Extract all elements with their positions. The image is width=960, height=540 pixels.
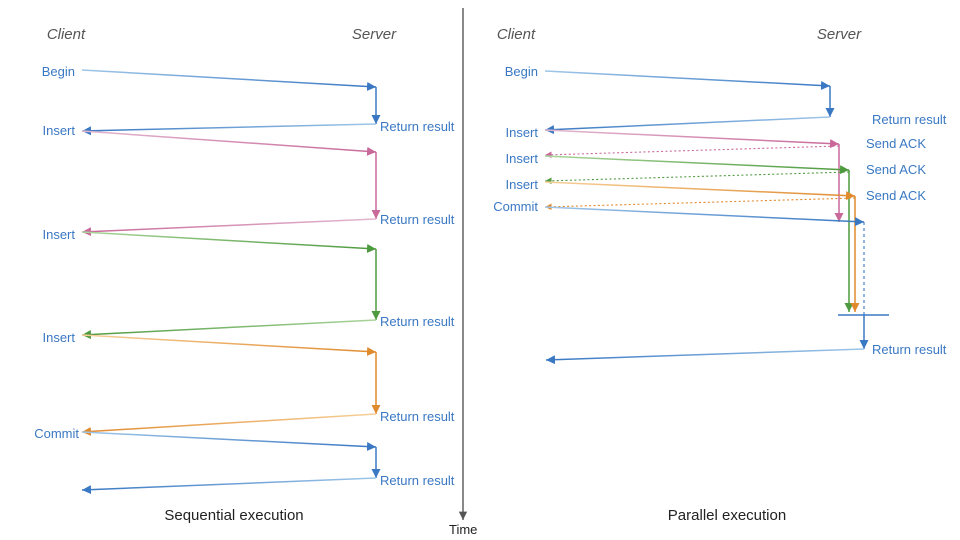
time-axis: Time: [449, 8, 477, 537]
client-message-label-parallel-1: Insert: [505, 125, 538, 140]
transaction-insert-3: [81, 334, 381, 436]
server-message-label-4: Return result: [380, 473, 455, 488]
panel-caption-sequential: Sequential execution: [164, 507, 303, 524]
response-arrow-begin: [81, 123, 377, 136]
ack-arrow-insert-1: [544, 145, 840, 159]
request-arrow-insert-3: [544, 181, 856, 201]
transaction-begin-parallel: [544, 70, 835, 135]
transaction-insert-1-parallel: [544, 129, 844, 222]
server-message-label-1: Return result: [380, 212, 455, 227]
transaction-insert-2-parallel: [544, 155, 854, 312]
request-arrow-commit-parallel: [544, 206, 865, 227]
client-message-label-3: Insert: [42, 330, 75, 345]
server-message-label-parallel-4: Return result: [872, 342, 947, 357]
lane-title-client: Client: [47, 26, 86, 43]
request-arrow-insert-3: [81, 334, 377, 356]
server-message-label-3: Return result: [380, 409, 455, 424]
response-arrow-commit-parallel: [545, 348, 865, 365]
client-message-label-4: Commit: [34, 426, 79, 441]
request-arrow-begin: [81, 69, 377, 91]
request-arrow-insert-2: [544, 155, 850, 175]
lane-title-server: Server: [352, 26, 397, 43]
transaction-commit-parallel: [544, 206, 889, 365]
server-message-label-parallel-1: Send ACK: [866, 136, 926, 151]
client-message-label-0: Begin: [42, 64, 75, 79]
client-message-label-parallel-4: Commit: [493, 199, 538, 214]
request-arrow-begin-parallel: [544, 70, 831, 91]
response-arrow-insert-2: [81, 319, 377, 340]
request-arrow-insert-2: [81, 231, 377, 253]
transaction-begin: [81, 69, 381, 136]
request-arrow-insert-1: [544, 129, 840, 149]
client-message-label-parallel-3: Insert: [505, 177, 538, 192]
response-arrow-insert-1: [81, 218, 377, 237]
time-axis-label: Time: [449, 522, 477, 537]
lane-title-client-parallel: Client: [497, 26, 536, 43]
client-message-label-2: Insert: [42, 227, 75, 242]
server-message-label-parallel-0: Return result: [872, 112, 947, 127]
server-message-label-2: Return result: [380, 314, 455, 329]
transaction-insert-3-parallel: [544, 181, 860, 312]
lane-title-server-parallel: Server: [817, 26, 862, 43]
client-message-label-parallel-2: Insert: [505, 151, 538, 166]
server-message-label-0: Return result: [380, 119, 455, 134]
request-arrow-commit: [81, 431, 377, 452]
ack-arrow-insert-3: [544, 197, 856, 211]
transaction-insert-1: [81, 130, 381, 237]
server-message-label-parallel-2: Send ACK: [866, 162, 926, 177]
transaction-insert-2: [81, 231, 381, 340]
response-arrow-commit: [81, 477, 377, 495]
client-message-label-1: Insert: [42, 123, 75, 138]
ack-arrow-insert-2: [544, 171, 850, 185]
response-arrow-insert-3: [81, 413, 377, 436]
panel-caption-parallel: Parallel execution: [668, 507, 786, 524]
request-arrow-insert-1: [81, 130, 377, 156]
transaction-commit: [81, 431, 381, 495]
server-message-label-parallel-3: Send ACK: [866, 188, 926, 203]
response-arrow-begin-parallel: [544, 116, 831, 135]
client-message-label-parallel-0: Begin: [505, 64, 538, 79]
